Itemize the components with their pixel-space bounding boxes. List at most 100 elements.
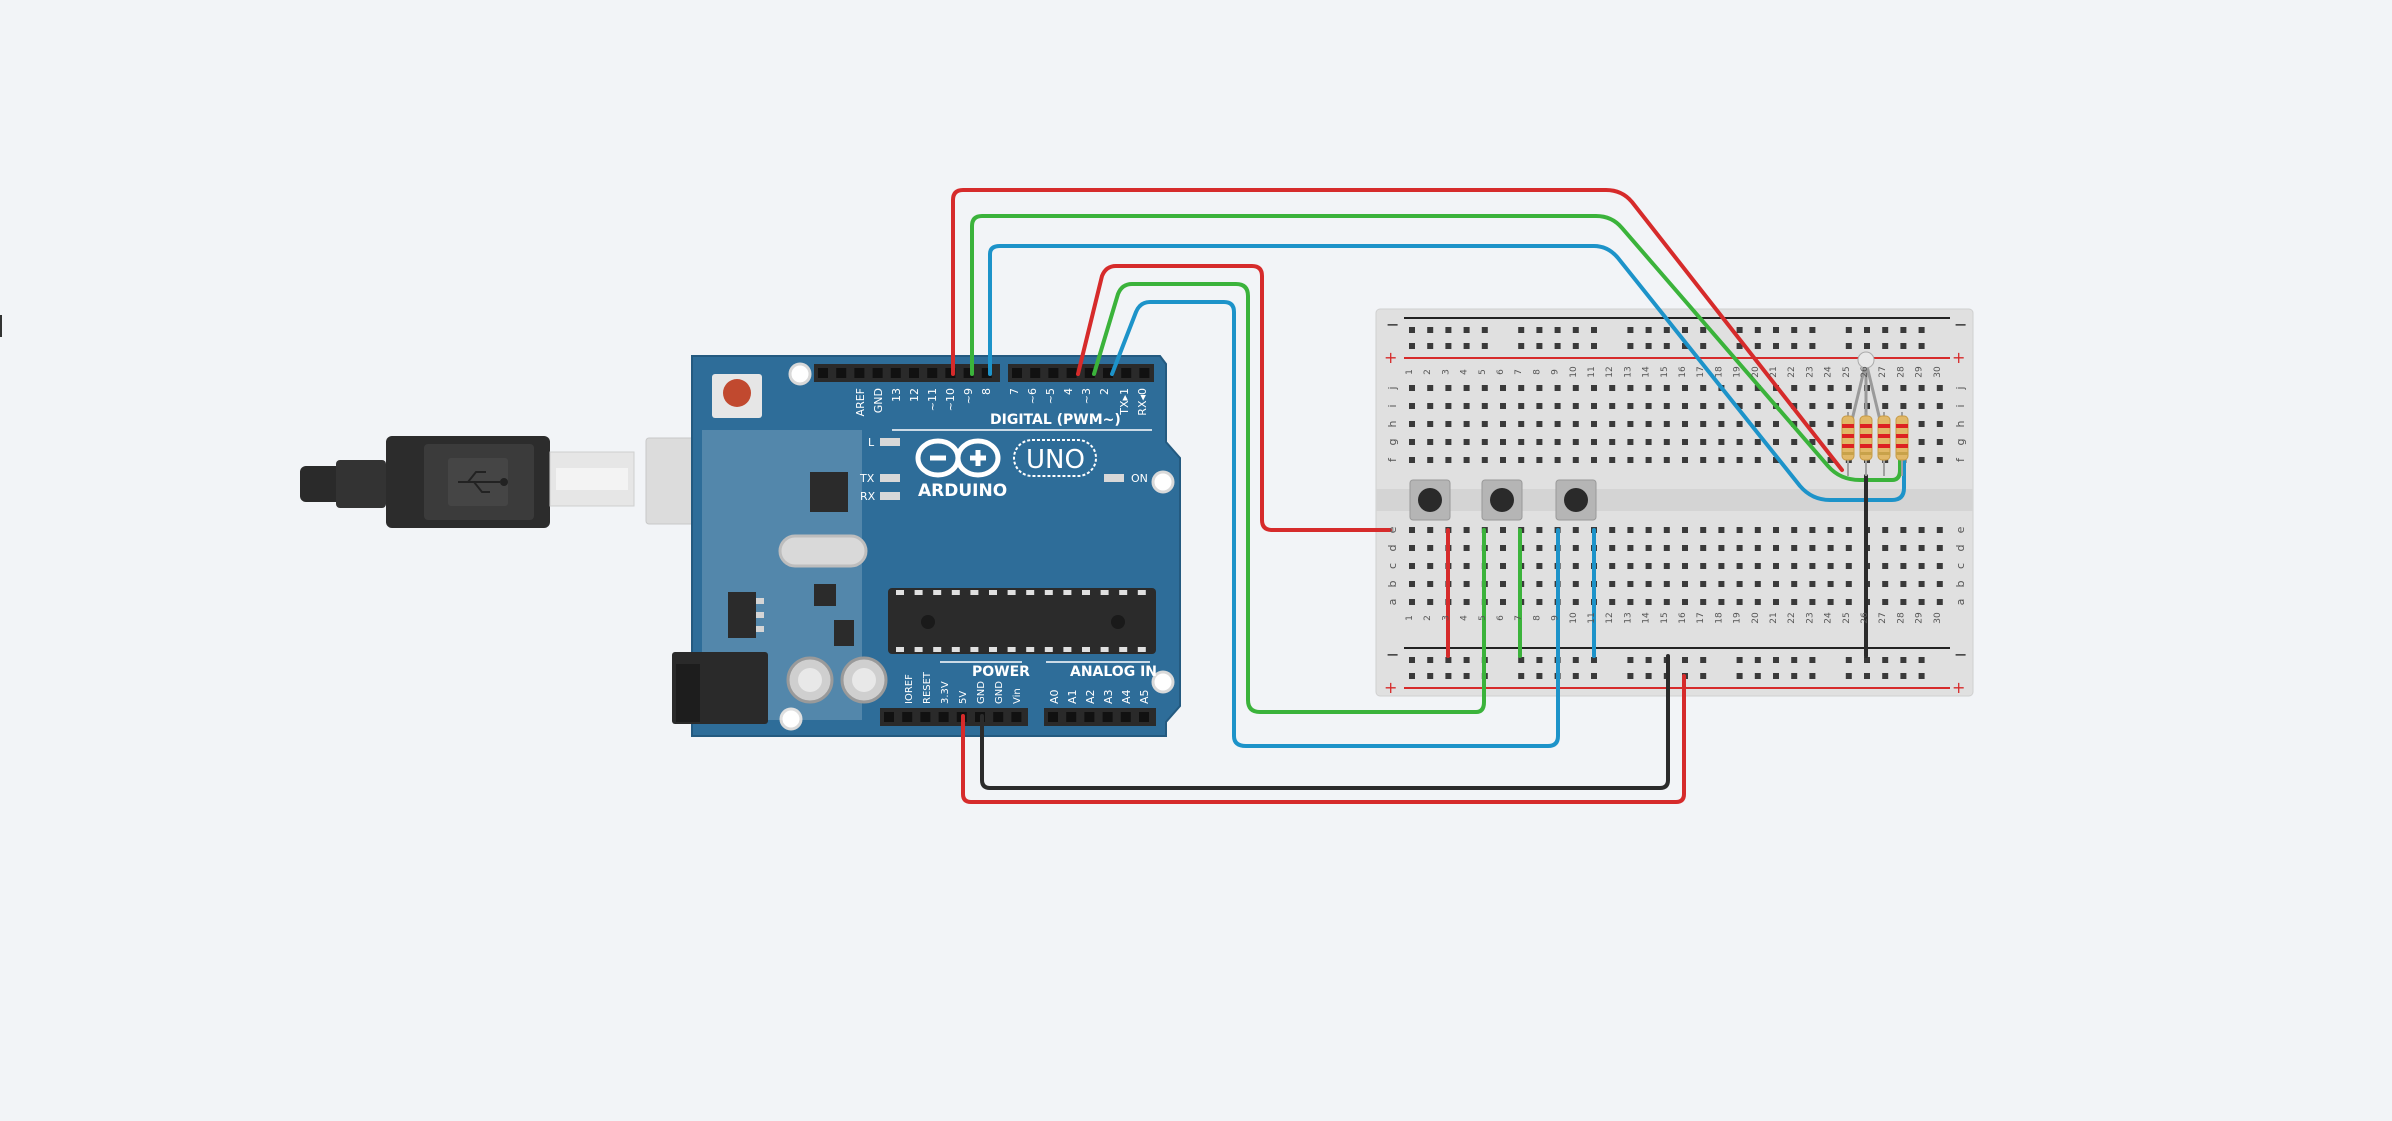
terminal-hole[interactable] (1736, 563, 1743, 569)
rail-hole[interactable] (1627, 327, 1634, 333)
terminal-hole[interactable] (1700, 527, 1707, 533)
rail-hole[interactable] (1463, 673, 1470, 679)
rail-hole[interactable] (1882, 657, 1889, 663)
rail-hole[interactable] (1700, 327, 1707, 333)
terminal-hole[interactable] (1500, 439, 1506, 445)
terminal-hole[interactable] (1700, 563, 1707, 569)
terminal-hole[interactable] (1554, 385, 1561, 391)
terminal-hole[interactable] (1809, 439, 1816, 445)
rail-hole[interactable] (1900, 327, 1907, 333)
rail-hole[interactable] (1572, 327, 1579, 333)
terminal-hole[interactable] (1536, 527, 1543, 533)
terminal-hole[interactable] (1445, 439, 1452, 445)
terminal-hole[interactable] (1718, 545, 1725, 551)
terminal-hole[interactable] (1682, 439, 1688, 445)
terminal-hole[interactable] (1682, 599, 1688, 605)
rail-hole[interactable] (1736, 657, 1743, 663)
terminal-hole[interactable] (1827, 403, 1834, 409)
terminal-hole[interactable] (1791, 545, 1798, 551)
terminal-hole[interactable] (1936, 403, 1943, 409)
rail-hole[interactable] (1409, 343, 1415, 349)
terminal-hole[interactable] (1809, 421, 1816, 427)
terminal-hole[interactable] (1845, 385, 1852, 391)
terminal-hole[interactable] (1827, 581, 1834, 587)
wires[interactable] (951, 188, 1906, 804)
terminal-hole[interactable] (1554, 403, 1561, 409)
terminal-hole[interactable] (1463, 439, 1470, 445)
terminal-hole[interactable] (1754, 581, 1761, 587)
terminal-hole[interactable] (1663, 457, 1670, 463)
terminal-hole[interactable] (1827, 563, 1834, 569)
terminal-hole[interactable] (1481, 457, 1488, 463)
terminal-hole[interactable] (1663, 421, 1670, 427)
terminal-hole[interactable] (1845, 403, 1852, 409)
rail-hole[interactable] (1409, 657, 1415, 663)
terminal-hole[interactable] (1609, 527, 1616, 533)
terminal-hole[interactable] (1882, 581, 1889, 587)
terminal-hole[interactable] (1663, 385, 1670, 391)
terminal-hole[interactable] (1882, 599, 1889, 605)
terminal-hole[interactable] (1936, 385, 1943, 391)
rail-hole[interactable] (1645, 343, 1652, 349)
terminal-hole[interactable] (1591, 385, 1597, 391)
terminal-hole[interactable] (1645, 599, 1652, 605)
rail-hole[interactable] (1554, 327, 1561, 333)
rail-hole[interactable] (1773, 657, 1779, 663)
rail-hole[interactable] (1518, 343, 1525, 349)
terminal-hole[interactable] (1700, 581, 1707, 587)
terminal-hole[interactable] (1645, 385, 1652, 391)
terminal-hole[interactable] (1663, 403, 1670, 409)
terminal-hole[interactable] (1700, 545, 1707, 551)
terminal-hole[interactable] (1682, 385, 1688, 391)
terminal-hole[interactable] (1572, 545, 1579, 551)
rail-hole[interactable] (1845, 343, 1852, 349)
terminal-hole[interactable] (1827, 439, 1834, 445)
terminal-hole[interactable] (1936, 457, 1943, 463)
resistor-2[interactable] (1859, 412, 1873, 476)
rail-hole[interactable] (1845, 673, 1852, 679)
terminal-hole[interactable] (1718, 563, 1725, 569)
rail-hole[interactable] (1481, 327, 1488, 333)
rail-hole[interactable] (1864, 657, 1870, 663)
terminal-hole[interactable] (1627, 527, 1634, 533)
terminal-hole[interactable] (1609, 421, 1616, 427)
terminal-hole[interactable] (1845, 599, 1852, 605)
terminal-hole[interactable] (1536, 545, 1543, 551)
terminal-hole[interactable] (1536, 421, 1543, 427)
rail-hole[interactable] (1645, 327, 1652, 333)
rail-hole[interactable] (1736, 343, 1743, 349)
rail-hole[interactable] (1700, 657, 1707, 663)
terminal-hole[interactable] (1791, 385, 1798, 391)
rail-hole[interactable] (1554, 343, 1561, 349)
rail-hole[interactable] (1627, 657, 1634, 663)
terminal-hole[interactable] (1481, 421, 1488, 427)
rail-hole[interactable] (1427, 327, 1434, 333)
terminal-hole[interactable] (1427, 421, 1434, 427)
terminal-hole[interactable] (1936, 421, 1943, 427)
terminal-hole[interactable] (1409, 581, 1415, 587)
terminal-hole[interactable] (1754, 457, 1761, 463)
terminal-hole[interactable] (1754, 527, 1761, 533)
terminal-hole[interactable] (1773, 563, 1779, 569)
terminal-hole[interactable] (1773, 457, 1779, 463)
terminal-hole[interactable] (1481, 403, 1488, 409)
pushbutton-3[interactable] (1555, 479, 1597, 521)
terminal-hole[interactable] (1809, 545, 1816, 551)
terminal-hole[interactable] (1409, 599, 1415, 605)
terminal-hole[interactable] (1736, 421, 1743, 427)
terminal-hole[interactable] (1773, 581, 1779, 587)
rail-hole[interactable] (1682, 657, 1688, 663)
pushbutton-1[interactable] (1409, 479, 1451, 521)
terminal-hole[interactable] (1500, 527, 1506, 533)
terminal-hole[interactable] (1536, 599, 1543, 605)
rail-hole[interactable] (1645, 673, 1652, 679)
terminal-hole[interactable] (1663, 545, 1670, 551)
terminal-hole[interactable] (1700, 599, 1707, 605)
rail-hole[interactable] (1918, 673, 1925, 679)
terminal-hole[interactable] (1409, 563, 1415, 569)
terminal-hole[interactable] (1718, 527, 1725, 533)
terminal-hole[interactable] (1463, 545, 1470, 551)
terminal-hole[interactable] (1645, 545, 1652, 551)
terminal-hole[interactable] (1900, 581, 1907, 587)
